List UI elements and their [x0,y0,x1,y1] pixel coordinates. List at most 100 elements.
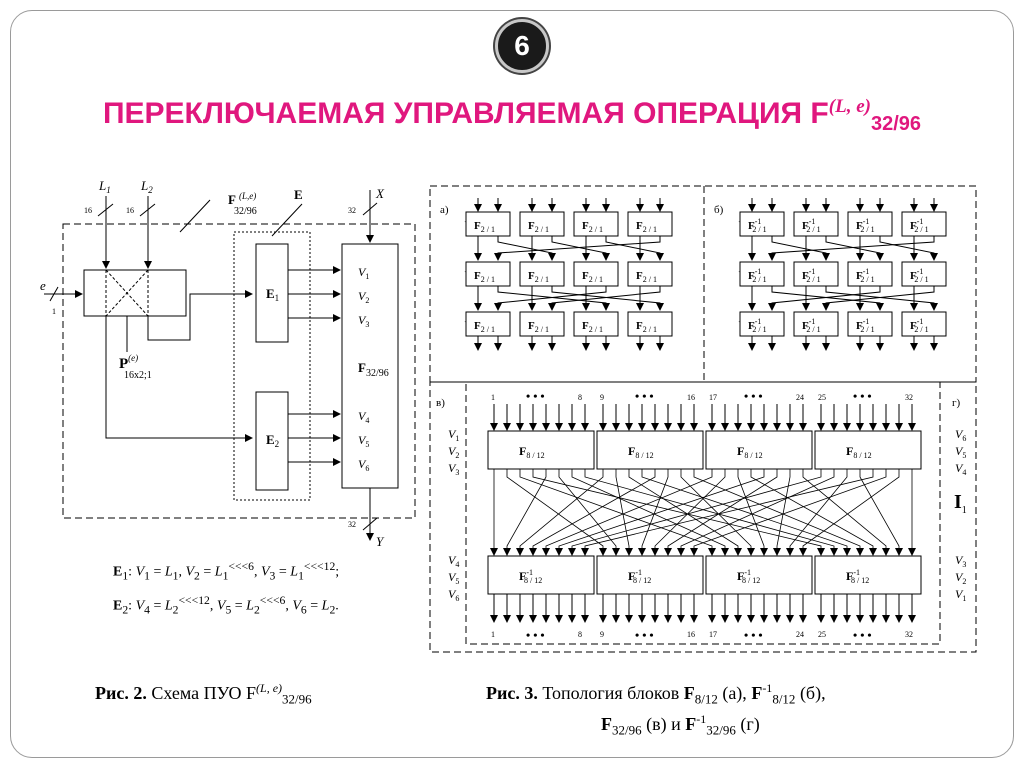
interconnect-line [555,469,765,556]
label-fbox: F32/96 [358,360,389,379]
fig3-a-block-3-2 [519,311,565,337]
fig3-a-block-3-1-label: F2 / 1 [474,320,495,334]
fig3-top-frame [429,185,977,383]
pin-top-label: 32 [905,393,913,402]
p-block [83,269,187,317]
interconnect-line [568,469,822,556]
pin-top-label: 1 [491,393,495,402]
fig3-a-cross [494,236,661,261]
fig3-b-cross [771,236,830,261]
label-w16b: 16 [126,206,134,215]
l2-tick [139,203,156,217]
slide-number-badge: 6 [495,19,549,73]
fig3-b-block-1-3 [847,211,893,237]
label-x: X [375,186,385,201]
fig3-b-block-3-4 [901,311,947,337]
label-w16a: 16 [84,206,92,215]
interconnect-line [680,469,755,556]
panel-g-top-v6: V6 [955,427,966,443]
panel-g-i-label: I1 [954,491,967,516]
label-e: e [40,278,46,293]
fig3-a-block-1-3-label: F2 / 1 [582,220,603,234]
f-slash [179,199,211,233]
fig3-b-block-1-4 [901,211,947,237]
pin-bottom-dots: • • • [744,628,763,642]
fig2-caption: Рис. 2. Схема ПУО F(L, e)32/96 [95,681,312,707]
interconnect-line [506,469,607,556]
interconnect-line [773,469,791,556]
panel-g-top-v4: V4 [955,461,966,477]
interconnect-line [737,469,768,556]
e-slash [271,203,303,237]
label-e-region: E [294,187,303,202]
f8-12-top-2 [596,430,704,470]
title-sup: (L, e) [828,96,871,117]
slide-title: ПЕРЕКЛЮЧАЕМАЯ УПРАВЛЯЕМАЯ ОПЕРАЦИЯ F(L, … [0,96,1024,136]
fig3-a-block-2-4-label: F2 / 1 [636,270,657,284]
fig3-a-block-2-1-label: F2 / 1 [474,270,495,284]
pin-top-dots: • • • [526,389,545,403]
fig3-a-block-1-2 [519,211,565,237]
panel-v-top-v1: V1 [448,427,459,443]
interconnect-line [532,469,825,556]
fig3-a-block-1-4-label: F2 / 1 [636,220,657,234]
interconnect-line [529,469,656,556]
fig3-a-block-3-3-label: F2 / 1 [582,320,603,334]
pin-bottom-label: 17 [709,630,717,639]
fig2-label-v3: V3 [358,313,369,329]
pin-bottom-dots: • • • [635,628,654,642]
interconnect-line [859,469,903,556]
panel-v-bottom-v5: V5 [448,570,459,586]
panel-b: б)V3F-12 / 1F-12 / 1F-12 / 1F-12 / 1V2F-… [714,198,947,351]
fig3-caption-line1: Рис. 3. Топология блоков F8/12 (а), F-18… [486,681,826,707]
pin-bottom-label: 32 [905,630,913,639]
f8-12-top-3 [705,430,813,470]
pin-top-dots: • • • [635,389,654,403]
pin-bottom-label: 1 [491,630,495,639]
panel-g-bottom-v3: V3 [955,553,966,569]
label-e2: E2 [266,432,279,449]
fig3-caption-line2: F32/96 (в) и F-132/96 (г) [601,712,760,738]
pin-bottom-dots: • • • [526,628,545,642]
fig3-b-block-2-3 [847,261,893,287]
panel-g-bottom-v1: V1 [955,587,966,603]
pin-top-dots: • • • [744,389,763,403]
title-sub: 32/96 [870,113,922,135]
title-main: ПЕРЕКЛЮЧАЕМАЯ УПРАВЛЯЕМАЯ ОПЕРАЦИЯ F [102,97,829,130]
fig3-b-letter: б) [714,204,724,216]
fig3-a-block-3-2-label: F2 / 1 [528,320,549,334]
interconnect-line [641,469,851,556]
interconnect-line [651,469,726,556]
pin-top-label: 9 [600,393,604,402]
f8-12-bottom-2 [596,555,704,595]
f8-12-top-2-label: F8 / 12 [628,444,654,460]
interconnect-line [571,469,729,556]
interconnect-line [799,469,900,556]
f32-96-block [341,243,399,489]
fig3-a-cross [494,286,607,311]
label-l1: L1 [98,178,111,195]
panel-g-top-v5: V5 [955,444,966,460]
fig3-a-block-1-1 [465,211,511,237]
fig2-label-v6: V6 [358,457,369,473]
fig3-a-block-2-2-label: F2 / 1 [528,270,549,284]
fig3-b-cross [879,236,938,261]
interconnect-line [503,469,547,556]
p-cross-2 [105,269,149,317]
pin-bottom-label: 24 [796,630,804,639]
fig3-b-block-3-1 [739,311,785,337]
fig3-a-block-3-3 [573,311,619,337]
pin-bottom-label: 9 [600,630,604,639]
